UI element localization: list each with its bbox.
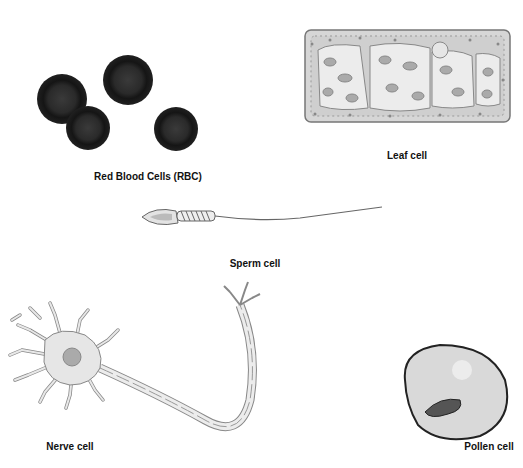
leaf-vacuole [476,54,500,107]
pollen-cell-drawing [405,345,507,439]
myelin-sheath [100,305,252,427]
chloroplasts [323,56,493,102]
red-blood-cells [37,55,198,151]
leaf-wall [305,30,510,122]
dendrites-fill [10,303,118,408]
leaf-nucleus [432,42,448,58]
sperm-midpiece [177,211,215,221]
leaf-vacuole [370,43,430,111]
dendrites [10,303,118,408]
leaf-vacuole [432,51,474,108]
rbc [154,107,198,151]
nerve-cell-drawing [10,282,260,427]
pollen-nucleus [452,360,472,380]
cell-label: Leaf cell [387,150,427,162]
sperm-head [142,209,178,224]
cell-label: Pollen cell [464,441,513,453]
generative-cell [425,399,461,416]
axon-fill [100,305,252,427]
cell-label: Sperm cell [230,258,281,270]
sperm-cell-drawing [142,207,382,225]
leaf-granules [311,37,505,118]
leaf-membrane [311,36,504,116]
rbc [103,55,153,105]
cell-label: Red Blood Cells (RBC) [94,171,202,183]
axon [100,305,252,427]
neuron-nucleus [63,348,81,366]
leaf-vacuole [318,45,368,110]
rbc [66,106,110,150]
cell-label: Nerve cell [46,441,93,453]
axon-terminals [224,282,260,305]
sperm-coil [181,211,210,221]
pollen-wall [405,345,507,439]
sperm-acrosome [150,213,172,220]
soma [44,331,101,385]
leaf-cell-drawing [305,30,510,122]
sperm-tail [215,207,382,220]
